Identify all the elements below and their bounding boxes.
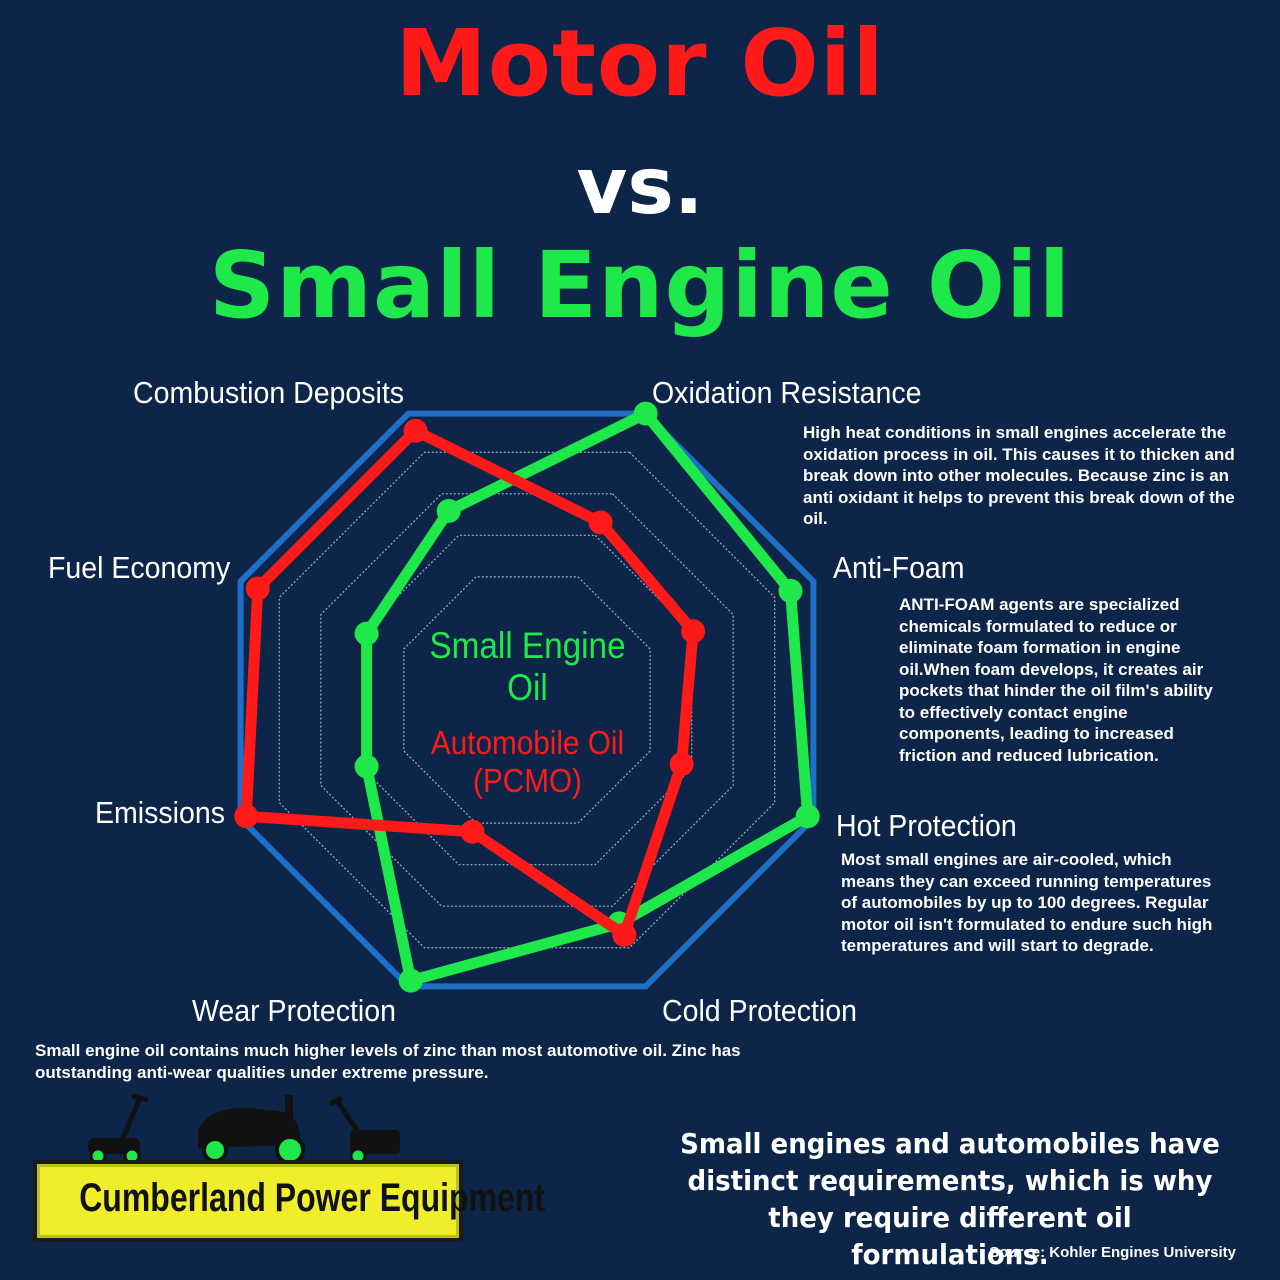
axis-label-anti-foam: Anti-Foam <box>833 550 965 585</box>
point-automobile-oil-pcmo-1 <box>681 619 706 644</box>
point-automobile-oil-pcmo-4 <box>460 819 485 844</box>
logo-text: Cumberland Power Equipment <box>79 1176 546 1220</box>
point-small-engine-oil-6 <box>354 621 379 646</box>
axis-label-combustion-deposits: Combustion Deposits <box>133 375 405 410</box>
radar-chart <box>234 401 820 993</box>
point-automobile-oil-pcmo-2 <box>669 752 694 777</box>
axis-label-hot-protection: Hot Protection <box>836 808 1017 843</box>
legend-automobile-oil-line2: (PCMO) <box>473 762 582 799</box>
riding-mower-icon <box>198 1095 305 1165</box>
point-small-engine-oil-4 <box>398 968 423 993</box>
title-vs: vs. <box>576 142 704 232</box>
oxidation-description: High heat conditions in small engines ac… <box>803 423 1235 528</box>
legend-small-engine-oil: Small Engine Oil <box>429 625 626 708</box>
point-small-engine-oil-5 <box>354 754 379 779</box>
point-small-engine-oil-7 <box>436 498 461 523</box>
radar-series <box>234 401 820 993</box>
logo-banner: Cumberland Power Equipment <box>33 1160 546 1242</box>
point-small-engine-oil-1 <box>778 578 803 603</box>
axis-label-wear-protection: Wear Protection <box>192 993 396 1028</box>
title-small-engine-oil: Small Engine Oil <box>208 232 1072 339</box>
point-automobile-oil-pcmo-3 <box>612 922 637 947</box>
point-automobile-oil-pcmo-5 <box>234 804 259 829</box>
lawn-mower-icon <box>88 1093 149 1165</box>
point-automobile-oil-pcmo-6 <box>245 576 270 601</box>
axis-label-fuel-economy: Fuel Economy <box>48 550 231 585</box>
point-automobile-oil-pcmo-7 <box>403 418 428 443</box>
axis-label-emissions: Emissions <box>95 795 225 830</box>
axis-label-oxidation-resistance: Oxidation Resistance <box>652 375 922 410</box>
point-small-engine-oil-0 <box>633 401 658 426</box>
logo-icons <box>88 1093 400 1165</box>
legend-automobile-oil: Automobile Oil (PCMO) <box>408 724 647 800</box>
point-automobile-oil-pcmo-0 <box>588 510 613 535</box>
wear-protection-description: Small engine oil contains much higher le… <box>35 1041 741 1082</box>
source-credit: Source: Kohler Engines University <box>989 1244 1236 1261</box>
anti-foam-description: ANTI-FOAM agents are specialized chemica… <box>899 595 1213 765</box>
title-motor-oil: Motor Oil <box>395 10 885 117</box>
axis-label-cold-protection: Cold Protection <box>662 993 857 1028</box>
snow-blower-icon <box>328 1095 400 1165</box>
hot-protection-description: Most small engines are air-cooled, which… <box>841 850 1213 955</box>
radar-grid-ring-1 <box>278 451 776 949</box>
closing-statement: Small engines and automobiles have disti… <box>680 1127 1220 1271</box>
point-small-engine-oil-2 <box>795 804 820 829</box>
legend-automobile-oil-line1: Automobile Oil <box>430 724 625 761</box>
